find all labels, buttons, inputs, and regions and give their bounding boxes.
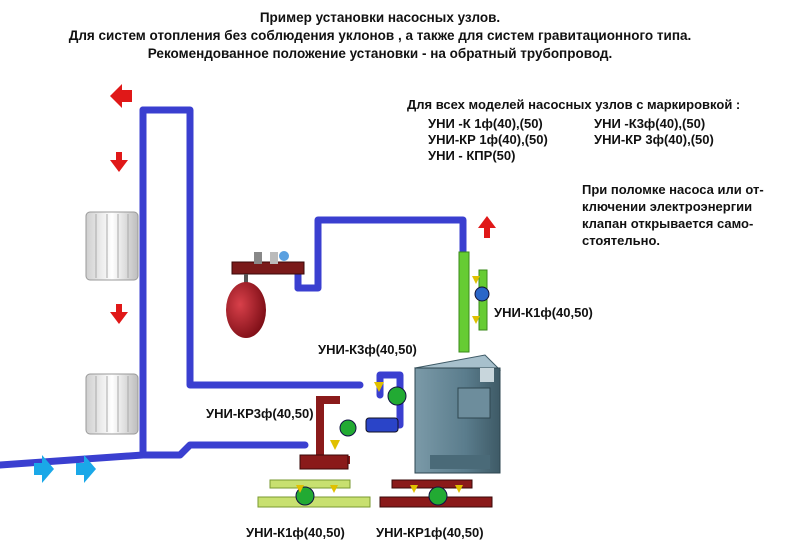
label-kr1-bottom: УНИ-КР1ф(40,50) bbox=[376, 525, 484, 540]
return-main bbox=[0, 441, 309, 469]
boiler bbox=[414, 354, 502, 474]
flow-arrows-blue bbox=[34, 455, 96, 483]
radiator-top bbox=[85, 211, 139, 281]
title-line-1: Пример установки насосных узлов. bbox=[259, 10, 501, 25]
supply-pipe-top bbox=[139, 106, 364, 389]
arrow-left-icon bbox=[110, 84, 132, 108]
label-k3: УНИ-К3ф(40,50) bbox=[318, 342, 417, 357]
label-k1-bottom: УНИ-К1ф(40,50) bbox=[246, 525, 345, 540]
flow-arrows-red bbox=[110, 84, 496, 324]
model-item: УНИ -К 1ф(40),(50) bbox=[428, 116, 543, 131]
expansion-tank bbox=[226, 251, 305, 338]
title-line-3: Рекомендованное положение установки - на… bbox=[147, 46, 613, 61]
label-k1-right: УНИ-К1ф(40,50) bbox=[494, 305, 593, 320]
arrow-up-icon bbox=[478, 216, 496, 238]
supply-pipe-right bbox=[294, 216, 467, 292]
note-line: стоятельно. bbox=[582, 233, 661, 248]
title-line-2: Для систем отопления без соблюдения укло… bbox=[68, 28, 692, 43]
arrow-right-icon bbox=[76, 455, 96, 483]
pump-unit-k3 bbox=[365, 382, 407, 433]
pump-unit-kr1-bottom bbox=[379, 479, 493, 508]
model-item: УНИ - КПР(50) bbox=[428, 148, 516, 163]
model-item: УНИ -К3ф(40),(50) bbox=[594, 116, 706, 131]
arrow-down-icon bbox=[110, 304, 128, 324]
model-item: УНИ-КР 3ф(40),(50) bbox=[594, 132, 714, 147]
note-line: клапан открывается само- bbox=[582, 216, 754, 231]
models-heading: Для всех моделей насосных узлов с маркир… bbox=[407, 97, 741, 112]
label-kr3: УНИ-КР3ф(40,50) bbox=[206, 406, 314, 421]
note-line: ключении электроэнергии bbox=[582, 199, 753, 214]
arrow-right-icon bbox=[34, 455, 54, 483]
model-item: УНИ-КР 1ф(40),(50) bbox=[428, 132, 548, 147]
arrow-down-icon bbox=[110, 152, 128, 172]
note-line: При поломке насоса или от- bbox=[582, 182, 764, 197]
pump-unit-k1-right bbox=[458, 251, 490, 353]
pump-unit-k1-bottom bbox=[257, 479, 371, 508]
radiator-bottom bbox=[85, 373, 139, 435]
pump-unit-kr3 bbox=[299, 396, 357, 470]
